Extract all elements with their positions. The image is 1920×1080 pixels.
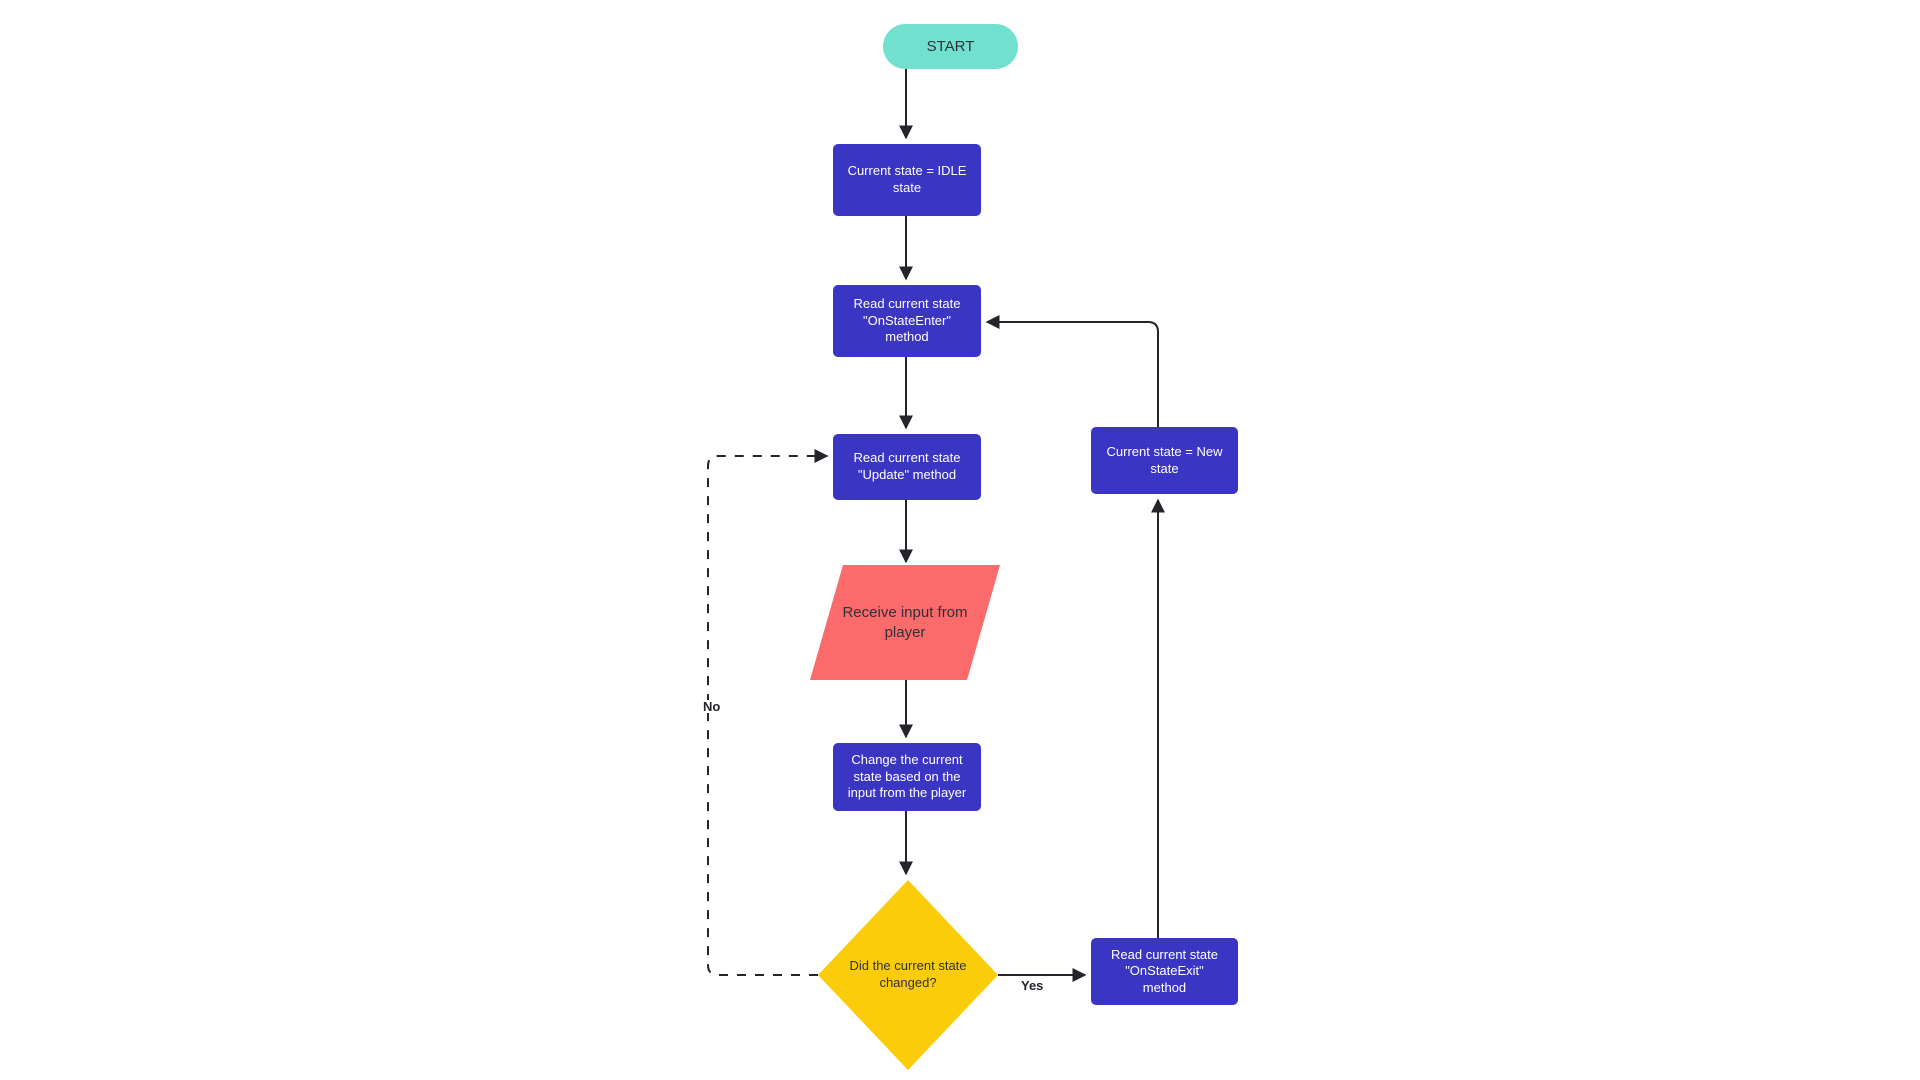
parallelogram-shape xyxy=(810,565,1000,680)
edge-decision-no-to-update xyxy=(707,449,829,976)
node-read-update[interactable]: Read current state "Update" method xyxy=(833,434,981,500)
node-receive-input[interactable]: Receive input from player xyxy=(810,565,1000,680)
node-current-state-idle-label: Current state = IDLE state xyxy=(847,163,967,195)
diamond-shape xyxy=(818,880,998,1070)
edge-label-no: No xyxy=(700,700,724,713)
node-current-state-new[interactable]: Current state = New state xyxy=(1091,427,1238,494)
node-read-on-state-exit[interactable]: Read current state "OnStateExit" method xyxy=(1091,938,1238,1005)
node-read-update-label: Read current state "Update" method xyxy=(853,450,961,482)
node-current-state-idle[interactable]: Current state = IDLE state xyxy=(833,144,981,216)
node-start-label: START xyxy=(926,37,975,55)
node-start[interactable]: START xyxy=(883,24,1018,69)
node-decision-state-changed-label: Did the current state changed? xyxy=(849,958,967,990)
node-decision-state-changed[interactable]: Did the current state changed? xyxy=(818,880,998,1070)
edge-new-state-to-on-state-enter xyxy=(985,315,1159,427)
node-read-on-state-enter-label: Read current state "OnStateEnter" method xyxy=(853,296,961,345)
node-receive-input-label: Receive input from player xyxy=(842,604,968,641)
node-change-current-state-label: Change the current state based on the in… xyxy=(847,752,967,801)
edge-label-yes: Yes xyxy=(1018,979,1047,992)
node-change-current-state[interactable]: Change the current state based on the in… xyxy=(833,743,981,811)
node-current-state-new-label: Current state = New state xyxy=(1106,443,1223,476)
node-read-on-state-exit-label: Read current state "OnStateExit" method xyxy=(1111,946,1218,995)
node-read-on-state-enter[interactable]: Read current state "OnStateEnter" method xyxy=(833,285,981,357)
